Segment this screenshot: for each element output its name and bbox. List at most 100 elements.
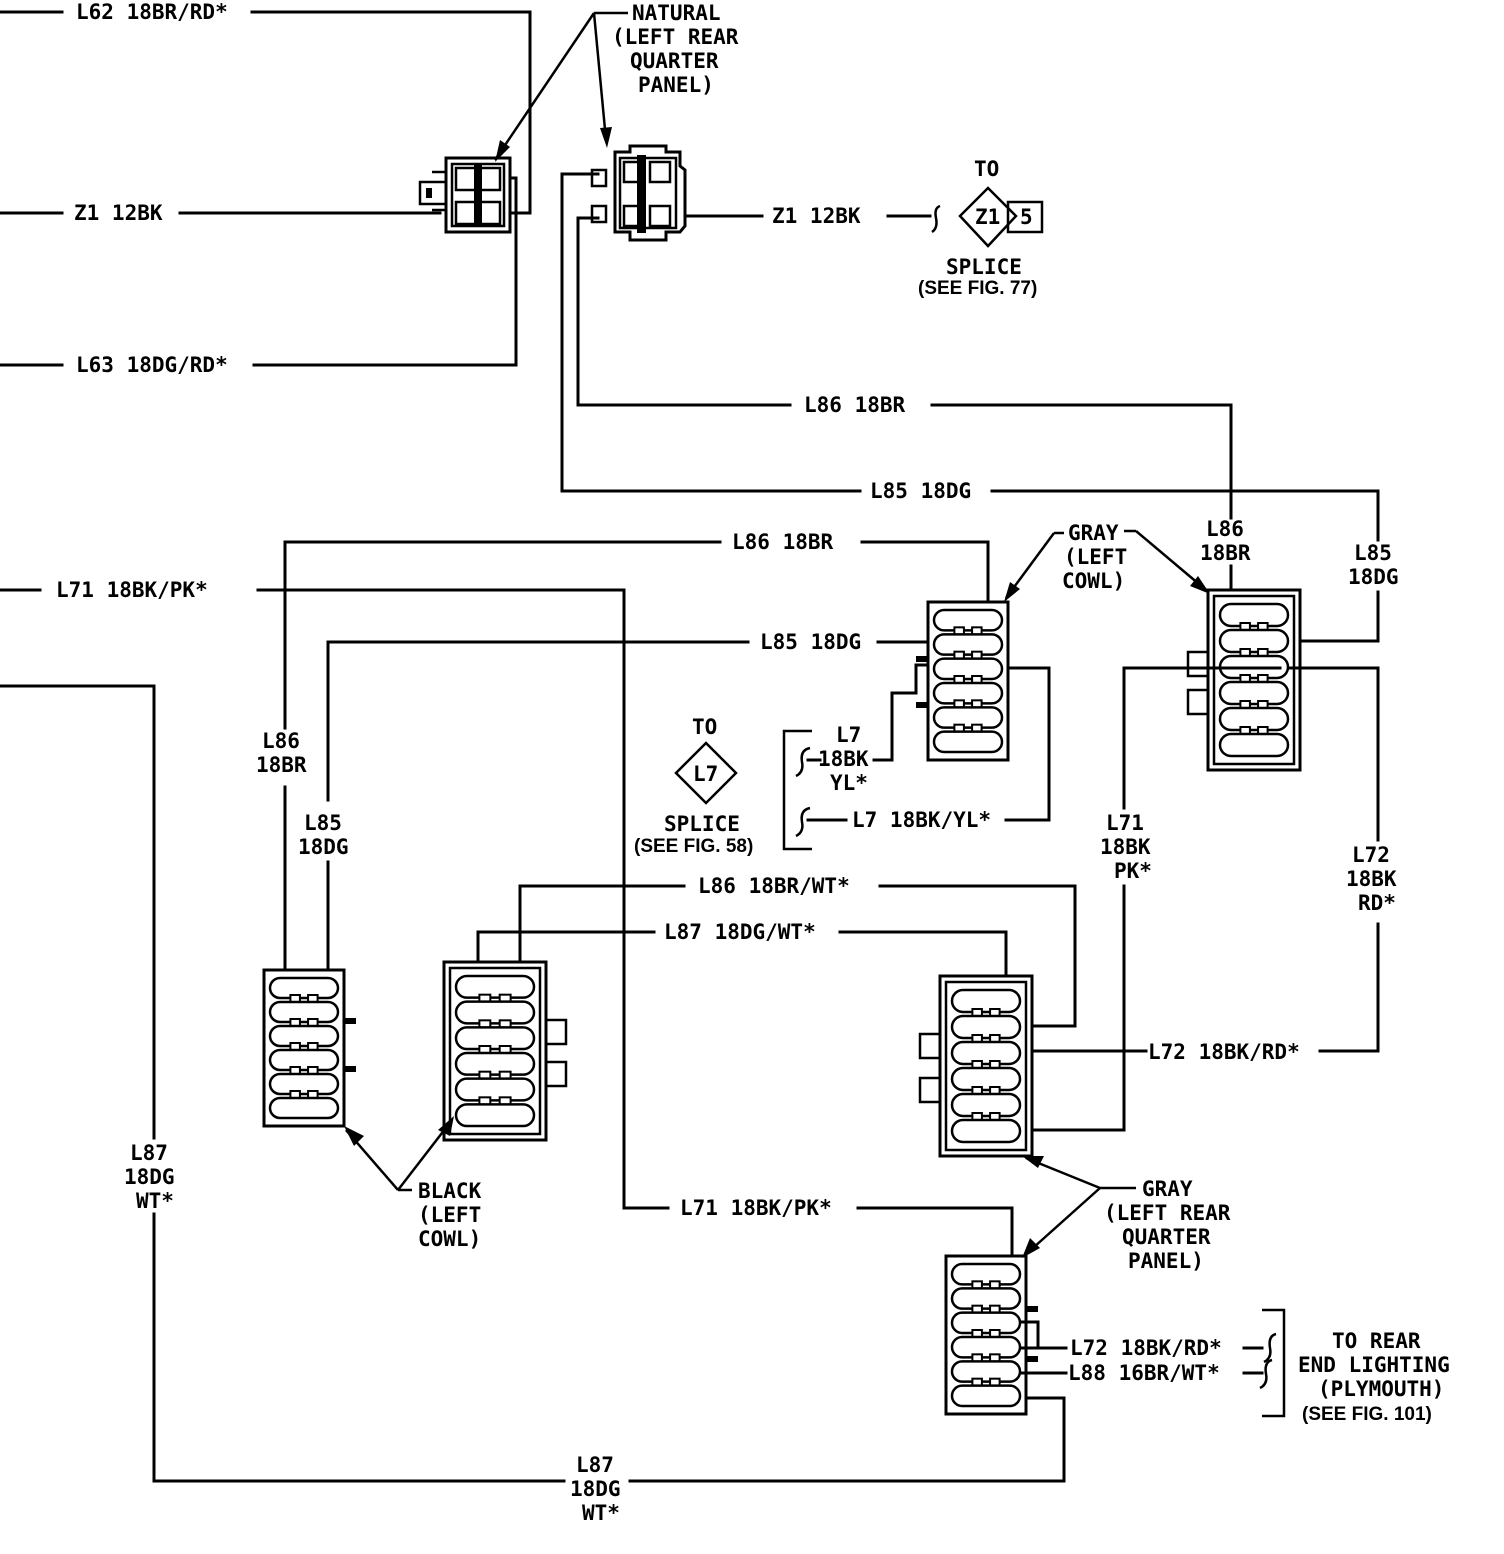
connector-cavity — [454, 1103, 536, 1128]
connector-cavity — [454, 1000, 536, 1025]
connector-gray-quarter-upper — [918, 974, 1034, 1158]
wire-l85-mid — [326, 640, 930, 992]
wire-z1-right — [683, 204, 941, 234]
wire-label-z1-right: Z1 12BK — [772, 204, 861, 228]
connector-cavity — [950, 1118, 1022, 1144]
wire-label-l86-wt: L86 18BR/WT* — [698, 874, 850, 898]
splice-z1-to: TO — [974, 157, 999, 181]
wire-label-l88-rear: L88 16BR/WT* — [1068, 1361, 1220, 1385]
connector-cavity — [1218, 628, 1290, 654]
wire-label-l86-upper: L86 18BR — [804, 393, 906, 417]
connector-cavity — [1218, 706, 1290, 732]
connector-cavity — [932, 657, 1004, 681]
connector-cavity — [950, 1360, 1022, 1383]
connector-cavity — [268, 1024, 340, 1048]
connector-cavity — [950, 1335, 1022, 1359]
wire-label-l85-vert-right: L85 18DG — [1348, 541, 1405, 589]
connector-cavity — [268, 1048, 340, 1072]
connector-gray-quarter-lower — [944, 1254, 1038, 1416]
connector-black-cowl-left — [262, 968, 356, 1128]
label-gray-cowl: GRAY (LEFT COWL) — [1062, 521, 1140, 593]
wire-label-l72-horiz: L72 18BK/RD* — [1148, 1040, 1300, 1064]
connector-cavity — [950, 988, 1022, 1014]
callout-gray-quarter — [1022, 1156, 1136, 1258]
label-rear-lighting-ref: (SEE FIG. 101) — [1302, 1404, 1432, 1425]
connector-cavity — [932, 608, 1004, 632]
splice-z1-ref: (SEE FIG. 77) — [918, 278, 1037, 299]
connector-cavity — [950, 1311, 1022, 1335]
connector-gray-cowl-right — [1186, 588, 1302, 772]
connector-2pin-left — [418, 156, 512, 234]
connector-4pin-natural — [590, 144, 687, 242]
connector-cavity — [932, 633, 1004, 656]
splice-l7-label: SPLICE — [664, 812, 740, 836]
splice-l7 — [674, 741, 738, 805]
splice-z1 — [958, 186, 1044, 248]
callout-gray-cowl — [1004, 529, 1210, 602]
label-natural: NATURAL (LEFT REAR QUARTER PANEL) — [612, 1, 751, 97]
connector-cavity — [1218, 602, 1290, 628]
wire-l7-short — [795, 663, 930, 778]
connector-black-cowl-right — [442, 960, 568, 1142]
callout-natural — [493, 11, 628, 162]
splice-l7-to: TO — [692, 715, 717, 739]
wire-label-l86-mid: L86 18BR — [732, 530, 834, 554]
wire-l88-rear — [1020, 1358, 1273, 1390]
connector-cavity — [950, 1287, 1022, 1310]
wire-l71-vert — [1020, 666, 1282, 1132]
wire-label-l7-long: L7 18BK/YL* — [852, 808, 991, 832]
wire-label-l86-vert-left: L86 18BR — [256, 729, 313, 777]
connector-cavity — [268, 976, 340, 1000]
wire-label-l63: L63 18DG/RD* — [76, 353, 228, 377]
connector-cavity — [950, 1384, 1022, 1408]
wire-label-l72-vert: L72 18BK RD* — [1346, 843, 1409, 915]
connector-cavity — [950, 1092, 1022, 1118]
wire-l71 — [0, 588, 1014, 1264]
label-black-cowl: BLACK (LEFT COWL) — [418, 1179, 494, 1251]
connector-cavity — [950, 1014, 1022, 1040]
connector-cavity — [932, 681, 1004, 705]
connector-cavity — [1218, 680, 1290, 706]
bracket-rear-lighting — [1262, 1308, 1286, 1418]
wire-l72-rear — [1020, 1320, 1277, 1364]
splice-z1-label: SPLICE — [946, 255, 1022, 279]
connector-cavity — [268, 1096, 340, 1120]
connector-cavity — [454, 1026, 536, 1051]
wire-l63 — [0, 176, 518, 367]
wire-label-l71-bottom: L71 18BK/PK* — [680, 1196, 832, 1220]
wire-l72-vert — [1288, 666, 1380, 1053]
wire-l86-mid — [283, 540, 990, 992]
wire-label-l85-upper: L85 18DG — [870, 479, 971, 503]
connector-gray-cowl-left — [916, 600, 1010, 762]
splice-z1-id: Z1 — [975, 205, 1000, 229]
wire-label-l87-wt: L87 18DG/WT* — [664, 920, 816, 944]
wire-label-l85-mid: L85 18DG — [760, 630, 861, 654]
connector-cavity — [950, 1040, 1022, 1066]
wire-label-l86-vert-right: L86 18BR — [1200, 517, 1257, 565]
splice-z1-page: 5 — [1020, 205, 1033, 229]
connector-cavity — [268, 1072, 340, 1096]
wire-label-l87-vert-left: L87 18DG WT* — [124, 1141, 187, 1213]
wire-l87-loop — [0, 684, 1066, 1483]
connector-cavity — [1218, 732, 1290, 758]
connector-cavity — [454, 974, 536, 999]
wire-l86-upper — [576, 216, 1233, 627]
wire-label-l71-vert: L71 18BK PK* — [1100, 811, 1163, 883]
wire-label-l87-bottom: L87 18DG WT* — [570, 1453, 633, 1525]
wire-label-l85-vert-left: L85 18DG — [298, 811, 355, 859]
label-gray-quarter: GRAY (LEFT REAR QUARTER PANEL) — [1104, 1177, 1243, 1273]
wire-label-l71-left: L71 18BK/PK* — [56, 578, 208, 602]
connector-cavity — [950, 1066, 1022, 1092]
splice-l7-id: L7 — [693, 762, 718, 786]
splice-l7-ref: (SEE FIG. 58) — [634, 836, 753, 857]
connector-cavity — [932, 706, 1004, 729]
wire-label-z1-left: Z1 12BK — [74, 201, 163, 225]
connector-cavity — [454, 1051, 536, 1076]
bracket-l7 — [782, 729, 812, 851]
wire-label-l7-short: L7 18BK YL* — [818, 723, 881, 795]
wire-l7-long — [795, 666, 1051, 838]
connector-cavity — [950, 1262, 1022, 1286]
wire-label-l72-rear: L72 18BK/RD* — [1070, 1336, 1222, 1360]
wire-l85-upper — [560, 172, 1380, 643]
